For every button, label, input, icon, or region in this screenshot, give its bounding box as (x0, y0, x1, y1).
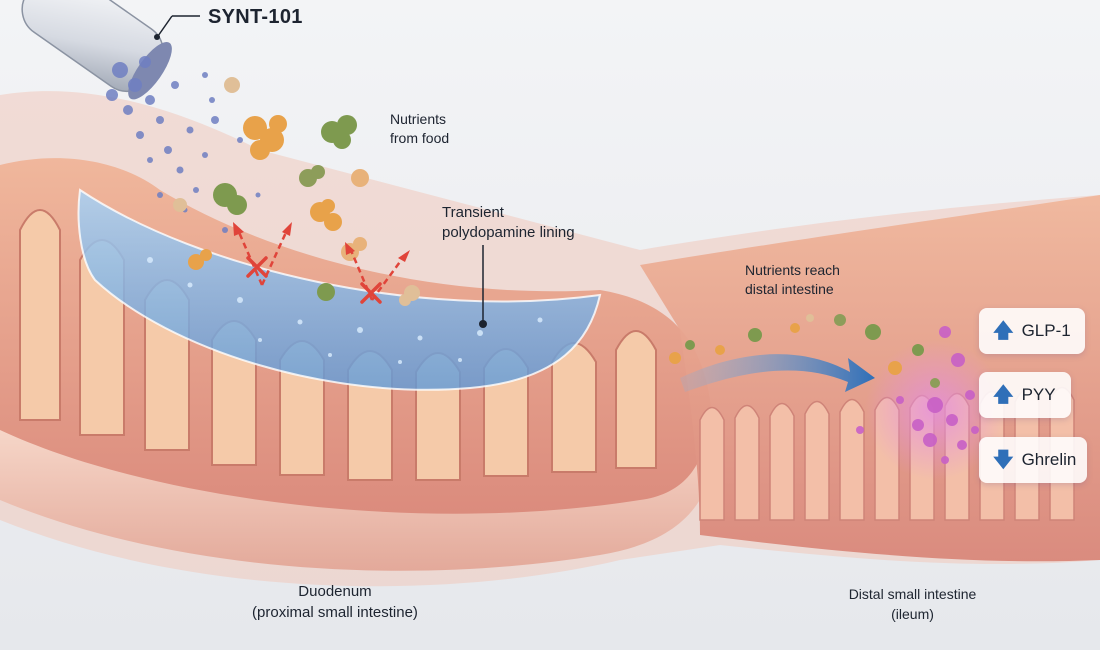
drug-particles (106, 56, 261, 233)
label-line: Nutrients (390, 111, 447, 127)
label-line: polydopamine lining (442, 224, 575, 241)
food-nutrients (173, 77, 420, 306)
drug-name-label: SYNT-101 (208, 6, 303, 28)
label-line: Transient (442, 204, 504, 221)
hormone-badge-ghrelin: 🡇 Ghrelin (979, 437, 1087, 483)
hormone-name: Ghrelin (1021, 450, 1077, 469)
nutrients-from-food-label: Nutrients from food (390, 110, 449, 148)
distal-nutrients (669, 314, 940, 388)
hormone-name: GLP-1 (1021, 321, 1071, 340)
hormone-name: PYY (1021, 385, 1056, 404)
label-line: Distal small intestine (848, 586, 977, 602)
arrow-up-icon: 🡅 (993, 384, 1014, 406)
ileum-label: Distal small intestine (ileum) (820, 584, 1005, 624)
duodenum-label: Duodenum (proximal small intestine) (240, 581, 430, 623)
duodenum-segment (0, 158, 712, 571)
label-line: Nutrients reach (745, 262, 840, 278)
label-line: (proximal small intestine) (252, 604, 418, 621)
lining-label: Transient polydopamine lining (442, 203, 575, 243)
flow-arrow (680, 354, 875, 392)
label-line: (ileum) (891, 606, 934, 622)
label-line: distal intestine (745, 281, 834, 297)
hormone-badge-glp1: 🡅 GLP-1 (979, 308, 1085, 354)
label-line: Duodenum (298, 583, 372, 600)
hormone-badge-pyy: 🡅 PYY (979, 372, 1071, 418)
arrow-up-icon: 🡅 (993, 320, 1014, 342)
nutrients-distal-label: Nutrients reach distal intestine (745, 261, 840, 299)
hormone-particles (856, 326, 979, 464)
arrow-down-icon: 🡇 (993, 449, 1014, 471)
label-line: from food (390, 130, 450, 146)
